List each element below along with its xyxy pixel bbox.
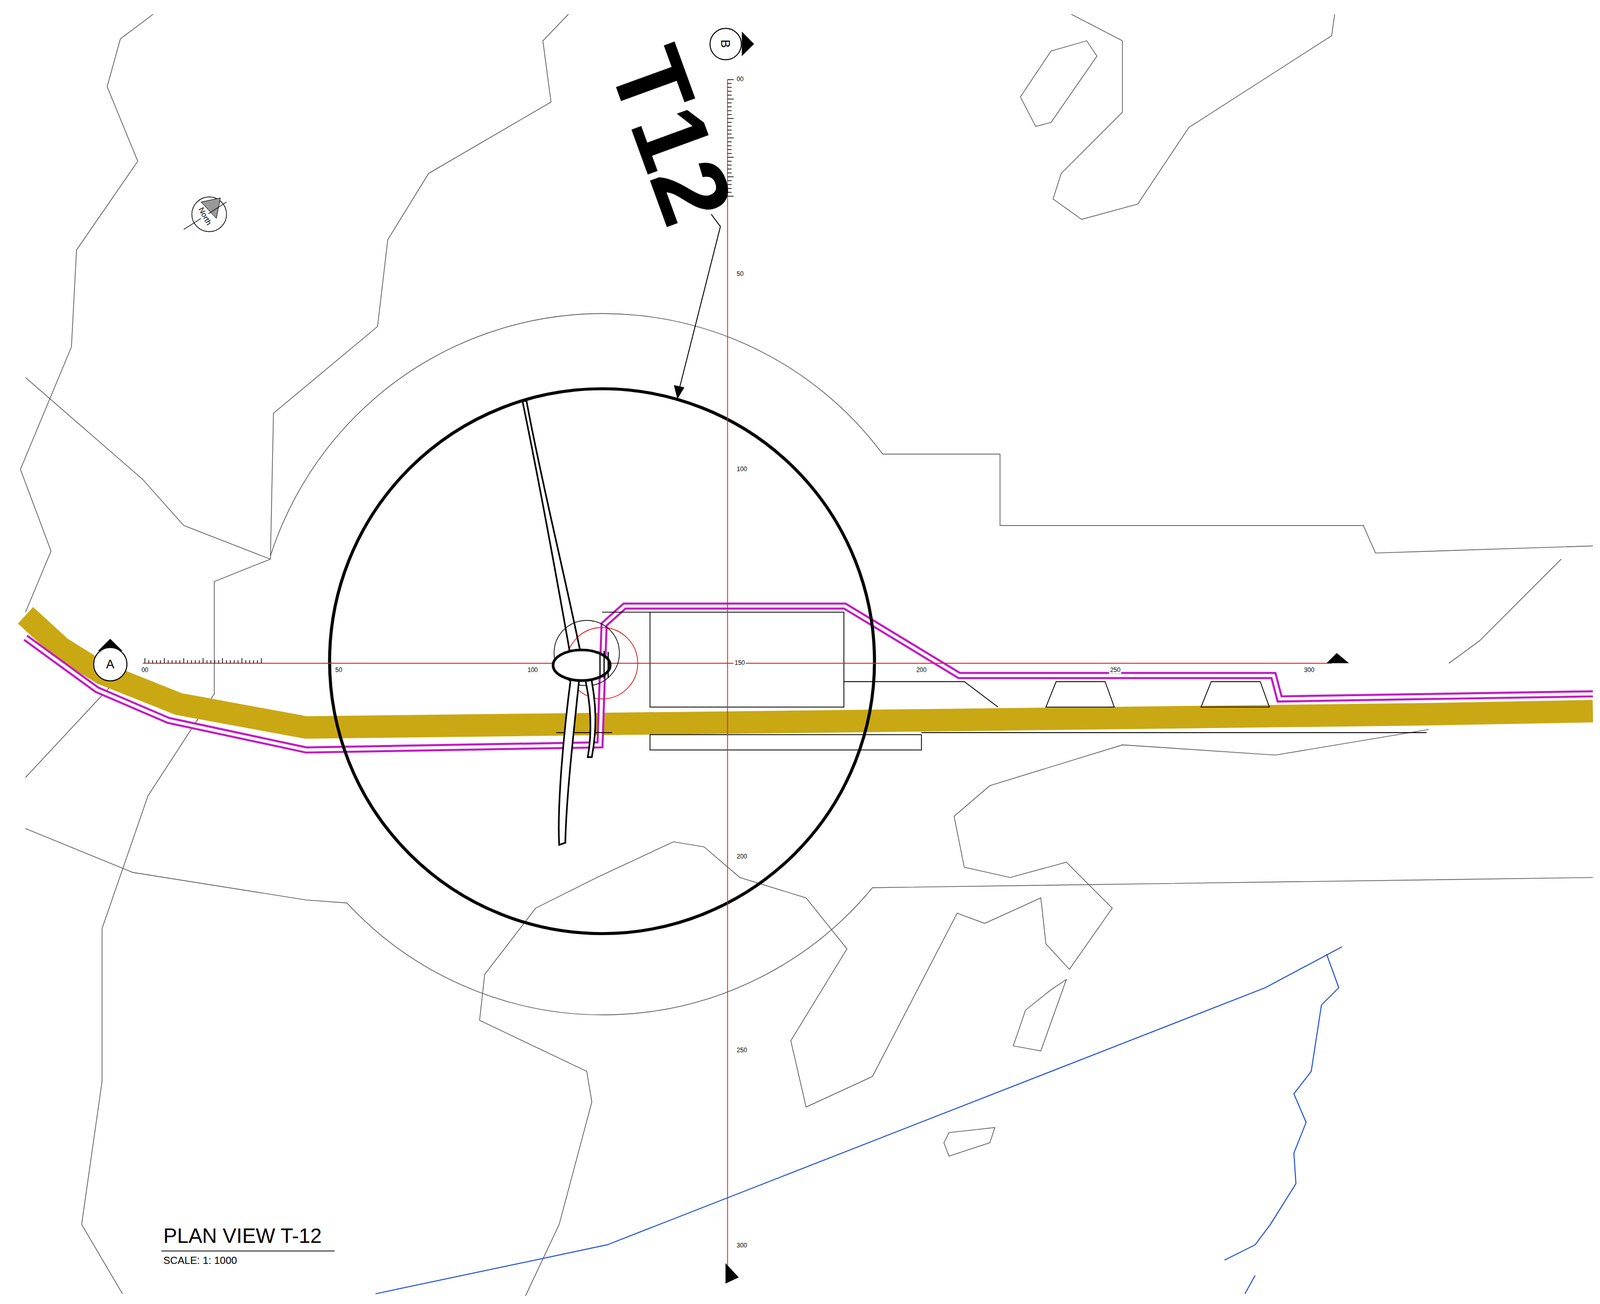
- tick-mark: [167, 660, 169, 664]
- drawing-title: PLAN VIEW T-12: [163, 1224, 322, 1247]
- tick-mark: [727, 114, 732, 115]
- section-letter: B: [719, 39, 732, 48]
- tick-mark: [727, 118, 734, 119]
- tick-mark: [727, 110, 732, 111]
- leader-line: [674, 214, 721, 398]
- chainage-label: 200: [915, 666, 928, 674]
- tick-mark: [727, 148, 732, 150]
- tick-mark: [144, 657, 145, 664]
- chainage-label: 250: [1108, 666, 1122, 674]
- axes: [98, 31, 1350, 1284]
- chainage-label: 00: [140, 666, 149, 674]
- chainage-label: 300: [735, 1241, 748, 1249]
- tick-mark: [191, 660, 192, 664]
- rotor-sweep-circle: [329, 388, 875, 934]
- tick-mark: [179, 660, 180, 664]
- chainage-label: 00: [735, 76, 745, 83]
- tick-mark: [727, 94, 732, 96]
- tick-mark: [727, 121, 732, 123]
- section-marker: A: [92, 646, 128, 682]
- chainage-label: 300: [1303, 666, 1316, 674]
- works-boundary: [25, 606, 1593, 750]
- chainage-label: 200: [735, 853, 748, 861]
- tick-mark: [727, 145, 732, 146]
- chainage-label: 250: [735, 1047, 748, 1054]
- tick-mark: [727, 102, 732, 104]
- tick-mark: [727, 153, 732, 154]
- tick-mark: [727, 83, 732, 84]
- tick-mark: [241, 657, 242, 664]
- tick-mark: [202, 657, 204, 664]
- tick-mark: [727, 133, 732, 135]
- tick-mark: [218, 660, 219, 664]
- scale-note: SCALE: 1: 1000: [163, 1254, 237, 1266]
- marker-circle: [709, 28, 742, 60]
- tick-mark: [237, 660, 239, 664]
- tick-mark: [171, 660, 173, 664]
- tick-mark: [727, 106, 732, 107]
- tick-mark: [195, 660, 196, 664]
- chainage-label: 50: [334, 666, 344, 674]
- tick-mark: [148, 660, 149, 664]
- tick-mark: [206, 660, 207, 664]
- tick-mark: [260, 657, 262, 664]
- tick-mark: [253, 660, 254, 664]
- tick-mark: [727, 129, 732, 131]
- tick-mark: [183, 657, 184, 664]
- wind-turbine: [522, 400, 638, 845]
- chainage-label: 50: [735, 271, 745, 278]
- chainage-label: 100: [735, 465, 748, 473]
- tick-mark: [727, 86, 732, 88]
- tick-mark: [727, 90, 732, 92]
- boundary-line: [375, 946, 1342, 1294]
- chainage-label: 100: [526, 666, 539, 674]
- tick-mark: [727, 141, 732, 142]
- hardstand: [556, 612, 1427, 750]
- tick-mark: [230, 660, 231, 664]
- tick-mark: [727, 137, 734, 139]
- tick-mark: [175, 660, 177, 664]
- tick-mark: [152, 660, 154, 664]
- tick-mark: [163, 657, 165, 664]
- contour-lines: [20, 14, 1593, 1296]
- north-label: North: [196, 204, 214, 228]
- tick-mark: [256, 660, 258, 664]
- section-letter: A: [106, 657, 115, 671]
- tick-mark: [226, 660, 227, 664]
- turbine-id: T12: [597, 35, 746, 236]
- tick-mark: [160, 660, 161, 664]
- access-road: [25, 615, 1593, 728]
- title-underline: [161, 1250, 335, 1252]
- section-marker: B: [709, 27, 743, 61]
- north-arrow: [183, 196, 227, 232]
- tick-mark: [156, 660, 157, 664]
- tick-mark: [727, 125, 732, 127]
- tick-mark: [249, 660, 250, 664]
- tick-mark: [222, 657, 223, 664]
- tick-mark: [727, 79, 734, 80]
- tick-mark: [198, 660, 200, 664]
- tick-mark: [214, 660, 215, 664]
- tick-mark: [210, 660, 212, 664]
- tick-mark: [727, 98, 734, 100]
- tick-mark: [233, 660, 235, 664]
- tick-mark: [187, 660, 188, 664]
- chainage-label: 150: [733, 659, 746, 667]
- tick-mark: [245, 660, 247, 664]
- marker-circle: [93, 647, 127, 681]
